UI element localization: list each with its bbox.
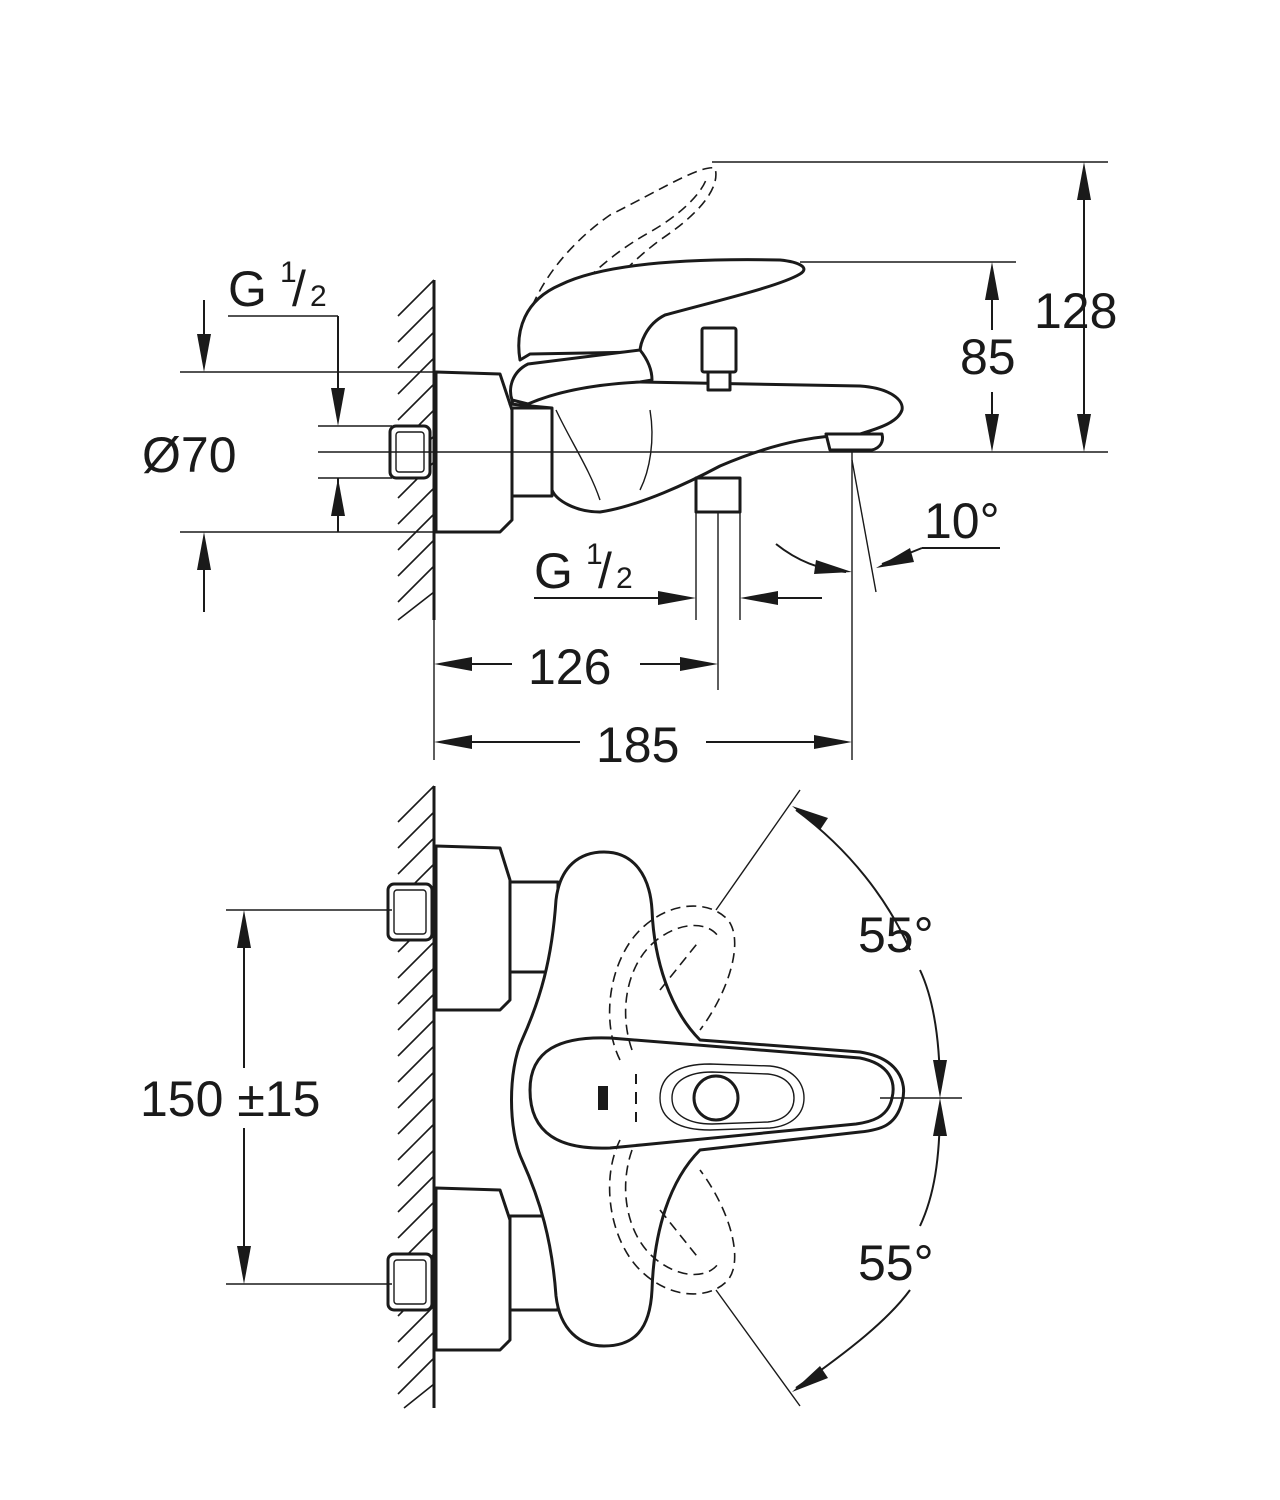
lever-base-side bbox=[509, 348, 654, 406]
diverter-knob bbox=[700, 326, 738, 374]
svg-text:/: / bbox=[292, 261, 306, 317]
label-outlet-thread-letter: G bbox=[534, 543, 573, 599]
label-rosette-diameter: Ø70 bbox=[142, 427, 237, 483]
lever-dashed-lower bbox=[608, 1139, 736, 1295]
temperature-indicator-mark bbox=[598, 1086, 608, 1110]
inlet-connector-lower bbox=[386, 1252, 434, 1312]
spout-outlet bbox=[824, 432, 884, 452]
label-inlet-spacing: 150 ±15 bbox=[140, 1071, 320, 1127]
label-spout-angle: 10° bbox=[924, 493, 1000, 549]
top-view: 55° 55° 150 ±15 bbox=[140, 785, 962, 1409]
spout-angle-line bbox=[851, 459, 877, 593]
lever-side bbox=[517, 258, 806, 362]
wall-hatching-side bbox=[397, 279, 435, 621]
label-inlet-thread-num: 1 bbox=[280, 256, 297, 289]
label-lever-swing-upper: 55° bbox=[858, 907, 934, 963]
label-spout-height: 85 bbox=[960, 329, 1016, 385]
inlet-connector-upper bbox=[386, 882, 434, 942]
svg-text:/: / bbox=[598, 543, 612, 599]
label-inlet-thread-letter: G bbox=[228, 261, 267, 317]
side-view: 128 85 G 1 / 2 Ø70 G 1 / 2 bbox=[142, 161, 1117, 773]
label-outlet-distance: 126 bbox=[528, 639, 611, 695]
lever-dashed-upper bbox=[608, 905, 736, 1061]
label-total-height: 128 bbox=[1034, 283, 1117, 339]
label-inlet-thread-den: 2 bbox=[310, 280, 327, 313]
swing-line-lower bbox=[715, 1289, 801, 1407]
swing-line-upper bbox=[715, 789, 801, 911]
diverter-stem bbox=[706, 370, 732, 392]
label-outlet-thread-num: 1 bbox=[586, 538, 603, 571]
wall-hatching-top bbox=[397, 785, 435, 1409]
label-projection: 185 bbox=[596, 717, 679, 773]
rosette-lower bbox=[434, 1186, 512, 1352]
rosette-upper bbox=[434, 844, 512, 1012]
label-outlet-thread-den: 2 bbox=[616, 562, 633, 595]
shower-outlet-side bbox=[694, 476, 742, 514]
label-lever-swing-lower: 55° bbox=[858, 1235, 934, 1291]
diverter-knob-top bbox=[692, 1074, 740, 1122]
